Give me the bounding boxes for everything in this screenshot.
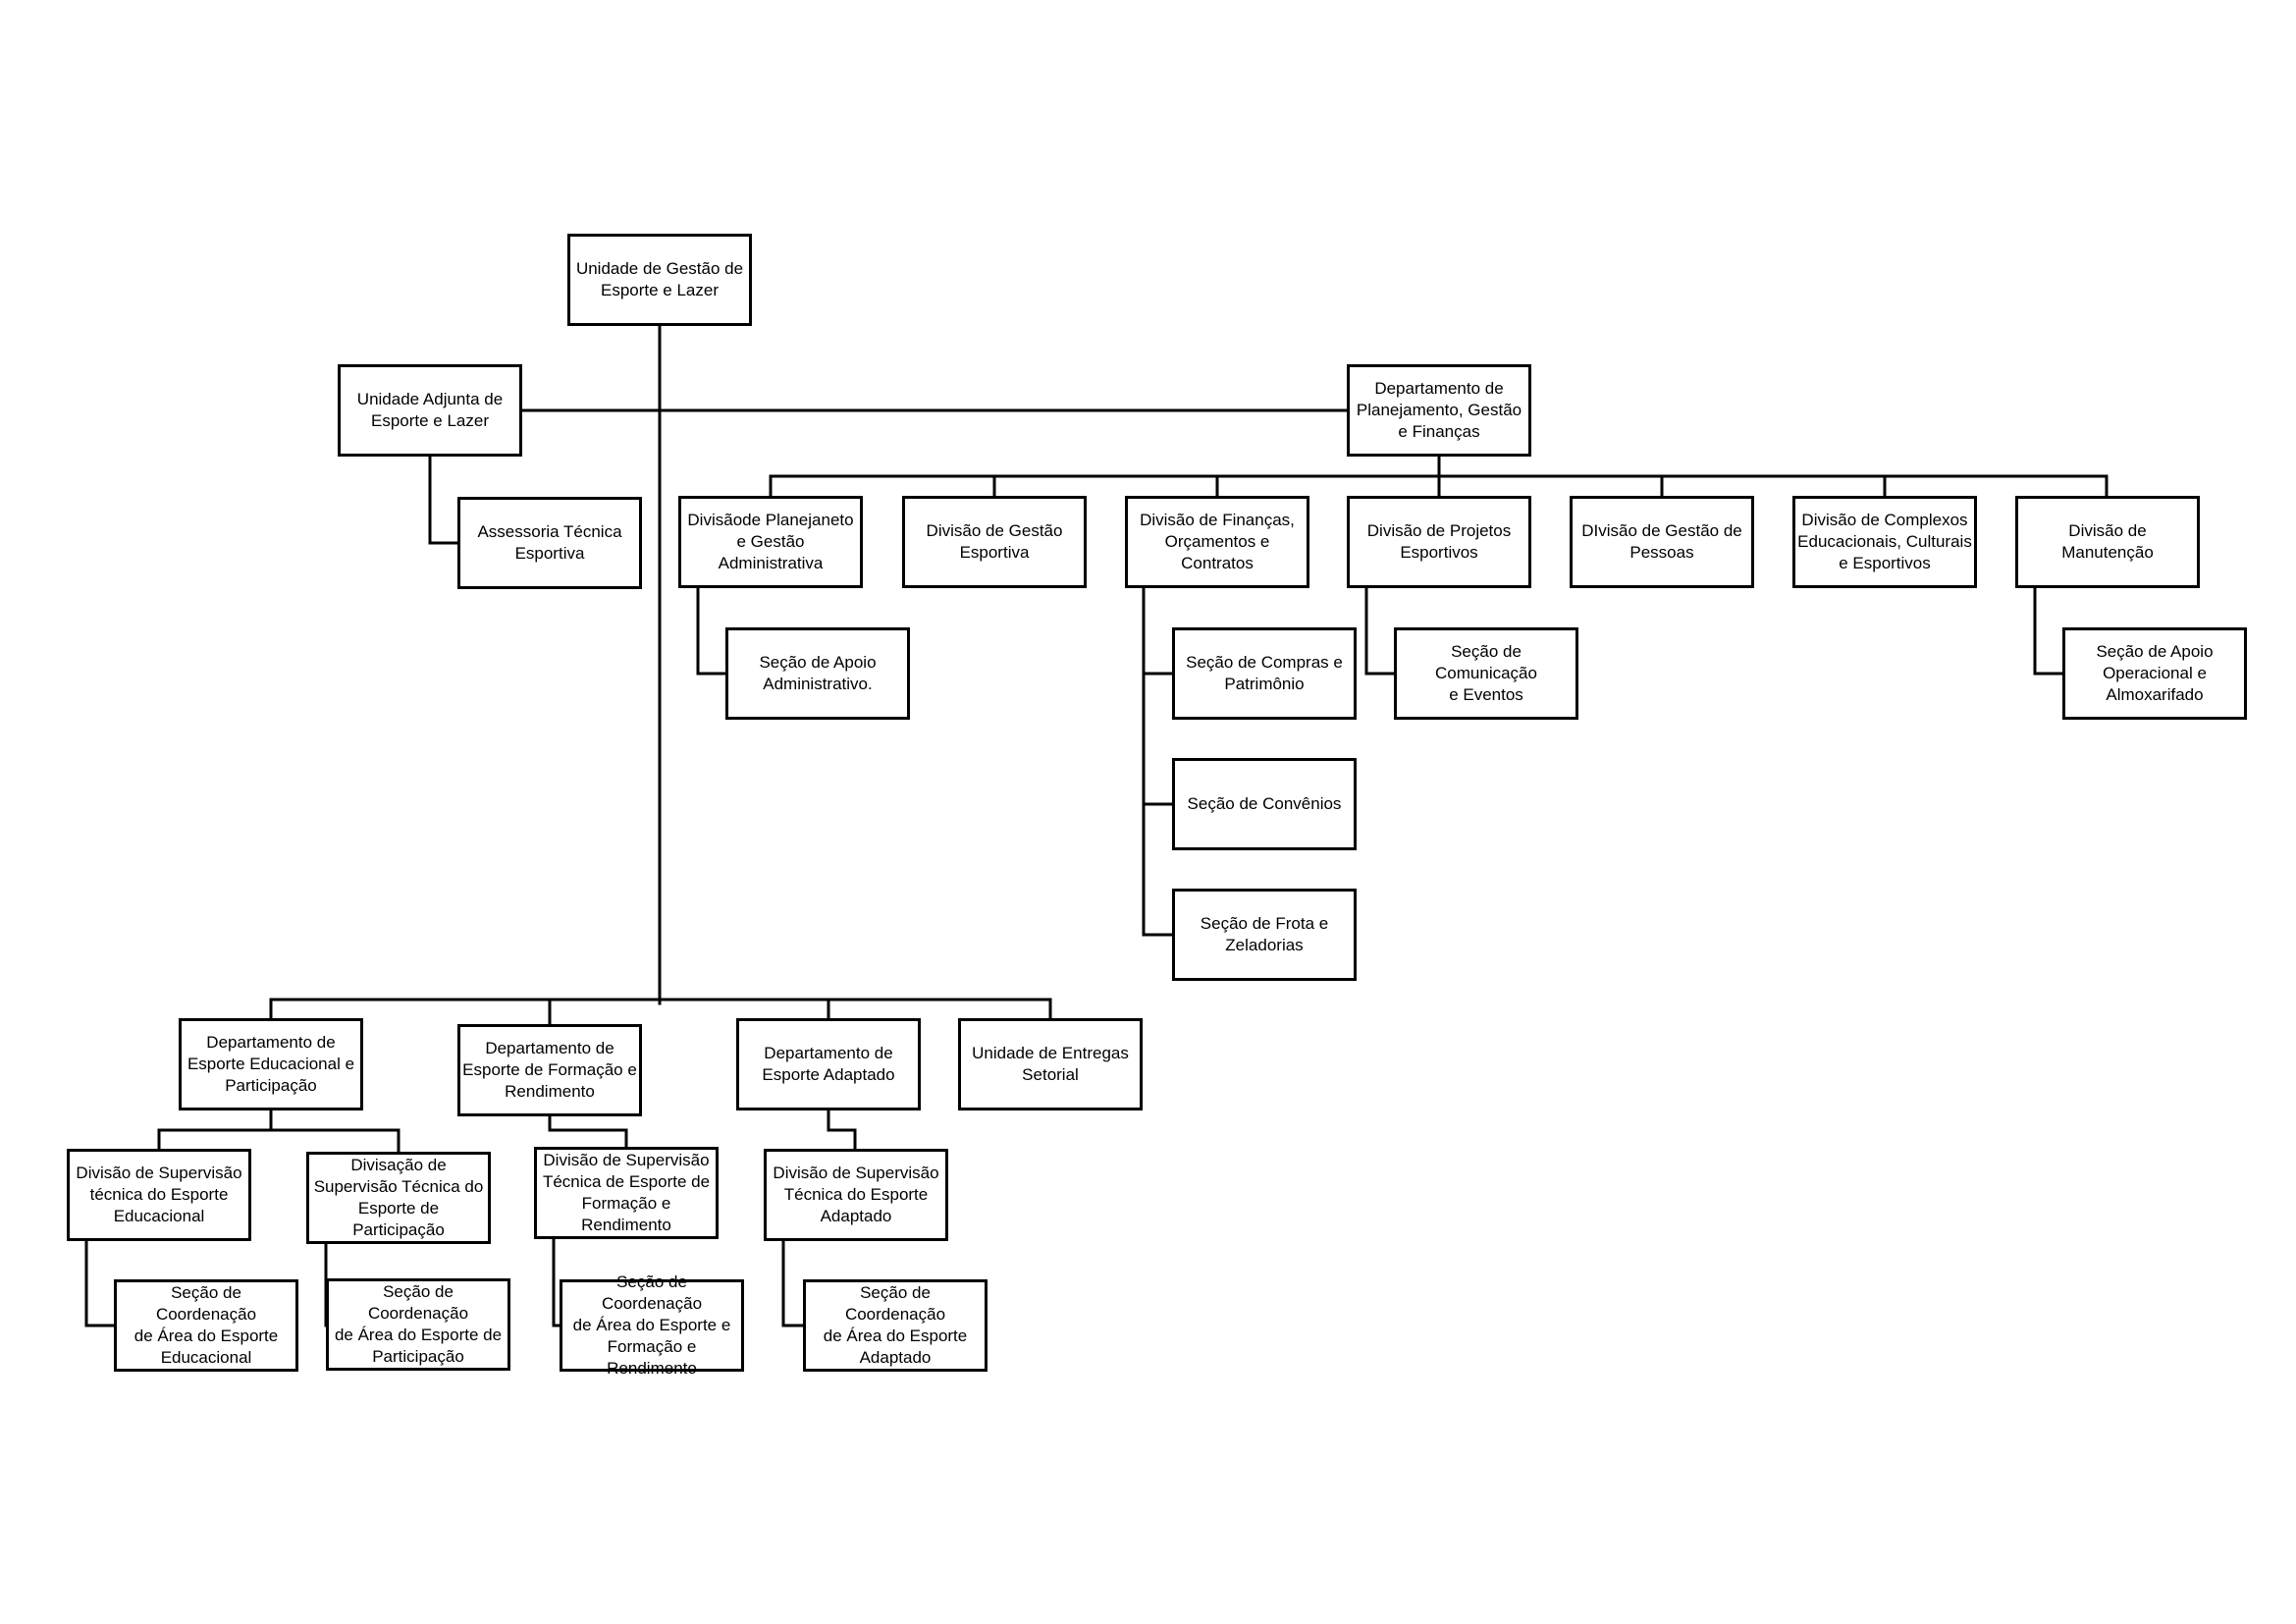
- box-departamento-educacional: Departamento de Esporte Educacional e Pa…: [179, 1018, 363, 1110]
- box-secao-comunicacao: Seção de Comunicação e Eventos: [1394, 627, 1578, 720]
- box-divisao-supervisao-participacao: Divisação de Supervisão Técnica do Espor…: [306, 1152, 491, 1244]
- box-secao-frota: Seção de Frota e Zeladorias: [1172, 889, 1357, 981]
- box-divisao-supervisao-formacao: Divisão de Supervisão Técnica de Esporte…: [534, 1147, 719, 1239]
- box-unidade-adjunta: Unidade Adjunta de Esporte e Lazer: [338, 364, 522, 457]
- box-departamento-adaptado: Departamento de Esporte Adaptado: [736, 1018, 921, 1110]
- box-divisao-gestao-esportiva: Divisão de Gestão Esportiva: [902, 496, 1087, 588]
- box-departamento-planejamento: Departamento de Planejamento, Gestão e F…: [1347, 364, 1531, 457]
- box-divisao-pessoas: DIvisão de Gestão de Pessoas: [1570, 496, 1754, 588]
- box-unidade-gestao: Unidade de Gestão de Esporte e Lazer: [567, 234, 752, 326]
- box-divisao-complexos: Divisão de Complexos Educacionais, Cultu…: [1792, 496, 1977, 588]
- box-departamento-formacao: Departamento de Esporte de Formação e Re…: [457, 1024, 642, 1116]
- box-secao-convenios: Seção de Convênios: [1172, 758, 1357, 850]
- box-unidade-entregas: Unidade de Entregas Setorial: [958, 1018, 1143, 1110]
- box-divisao-supervisao-adaptado: Divisão de Supervisão Técnica do Esporte…: [764, 1149, 948, 1241]
- box-secao-coordenacao-educacional: Seção de Coordenação de Área do Esporte …: [114, 1279, 298, 1372]
- box-secao-coordenacao-formacao: Seção de Coordenação de Área do Esporte …: [560, 1272, 744, 1378]
- box-divisao-projetos: Divisão de Projetos Esportivos: [1347, 496, 1531, 588]
- box-divisao-financas: Divisão de Finanças, Orçamentos e Contra…: [1125, 496, 1309, 588]
- box-secao-coordenacao-adaptado: Seção de Coordenação de Área do Esporte …: [803, 1279, 988, 1372]
- box-divisao-manutencao: Divisão de Manutenção: [2015, 496, 2200, 588]
- box-secao-compras: Seção de Compras e Patrimônio: [1172, 627, 1357, 720]
- box-divisao-supervisao-educacional: Divisão de Supervisão técnica do Esporte…: [67, 1149, 251, 1241]
- box-secao-apoio-operacional: Seção de Apoio Operacional e Almoxarifad…: [2062, 627, 2247, 720]
- box-divisao-planejamento: Divisãode Planejaneto e Gestão Administr…: [678, 496, 863, 588]
- box-secao-coordenacao-participacao: Seção de Coordenação de Área do Esporte …: [326, 1278, 510, 1371]
- box-secao-apoio-administrativo: Seção de Apoio Administrativo.: [725, 627, 910, 720]
- box-assessoria-tecnica: Assessoria Técnica Esportiva: [457, 497, 642, 589]
